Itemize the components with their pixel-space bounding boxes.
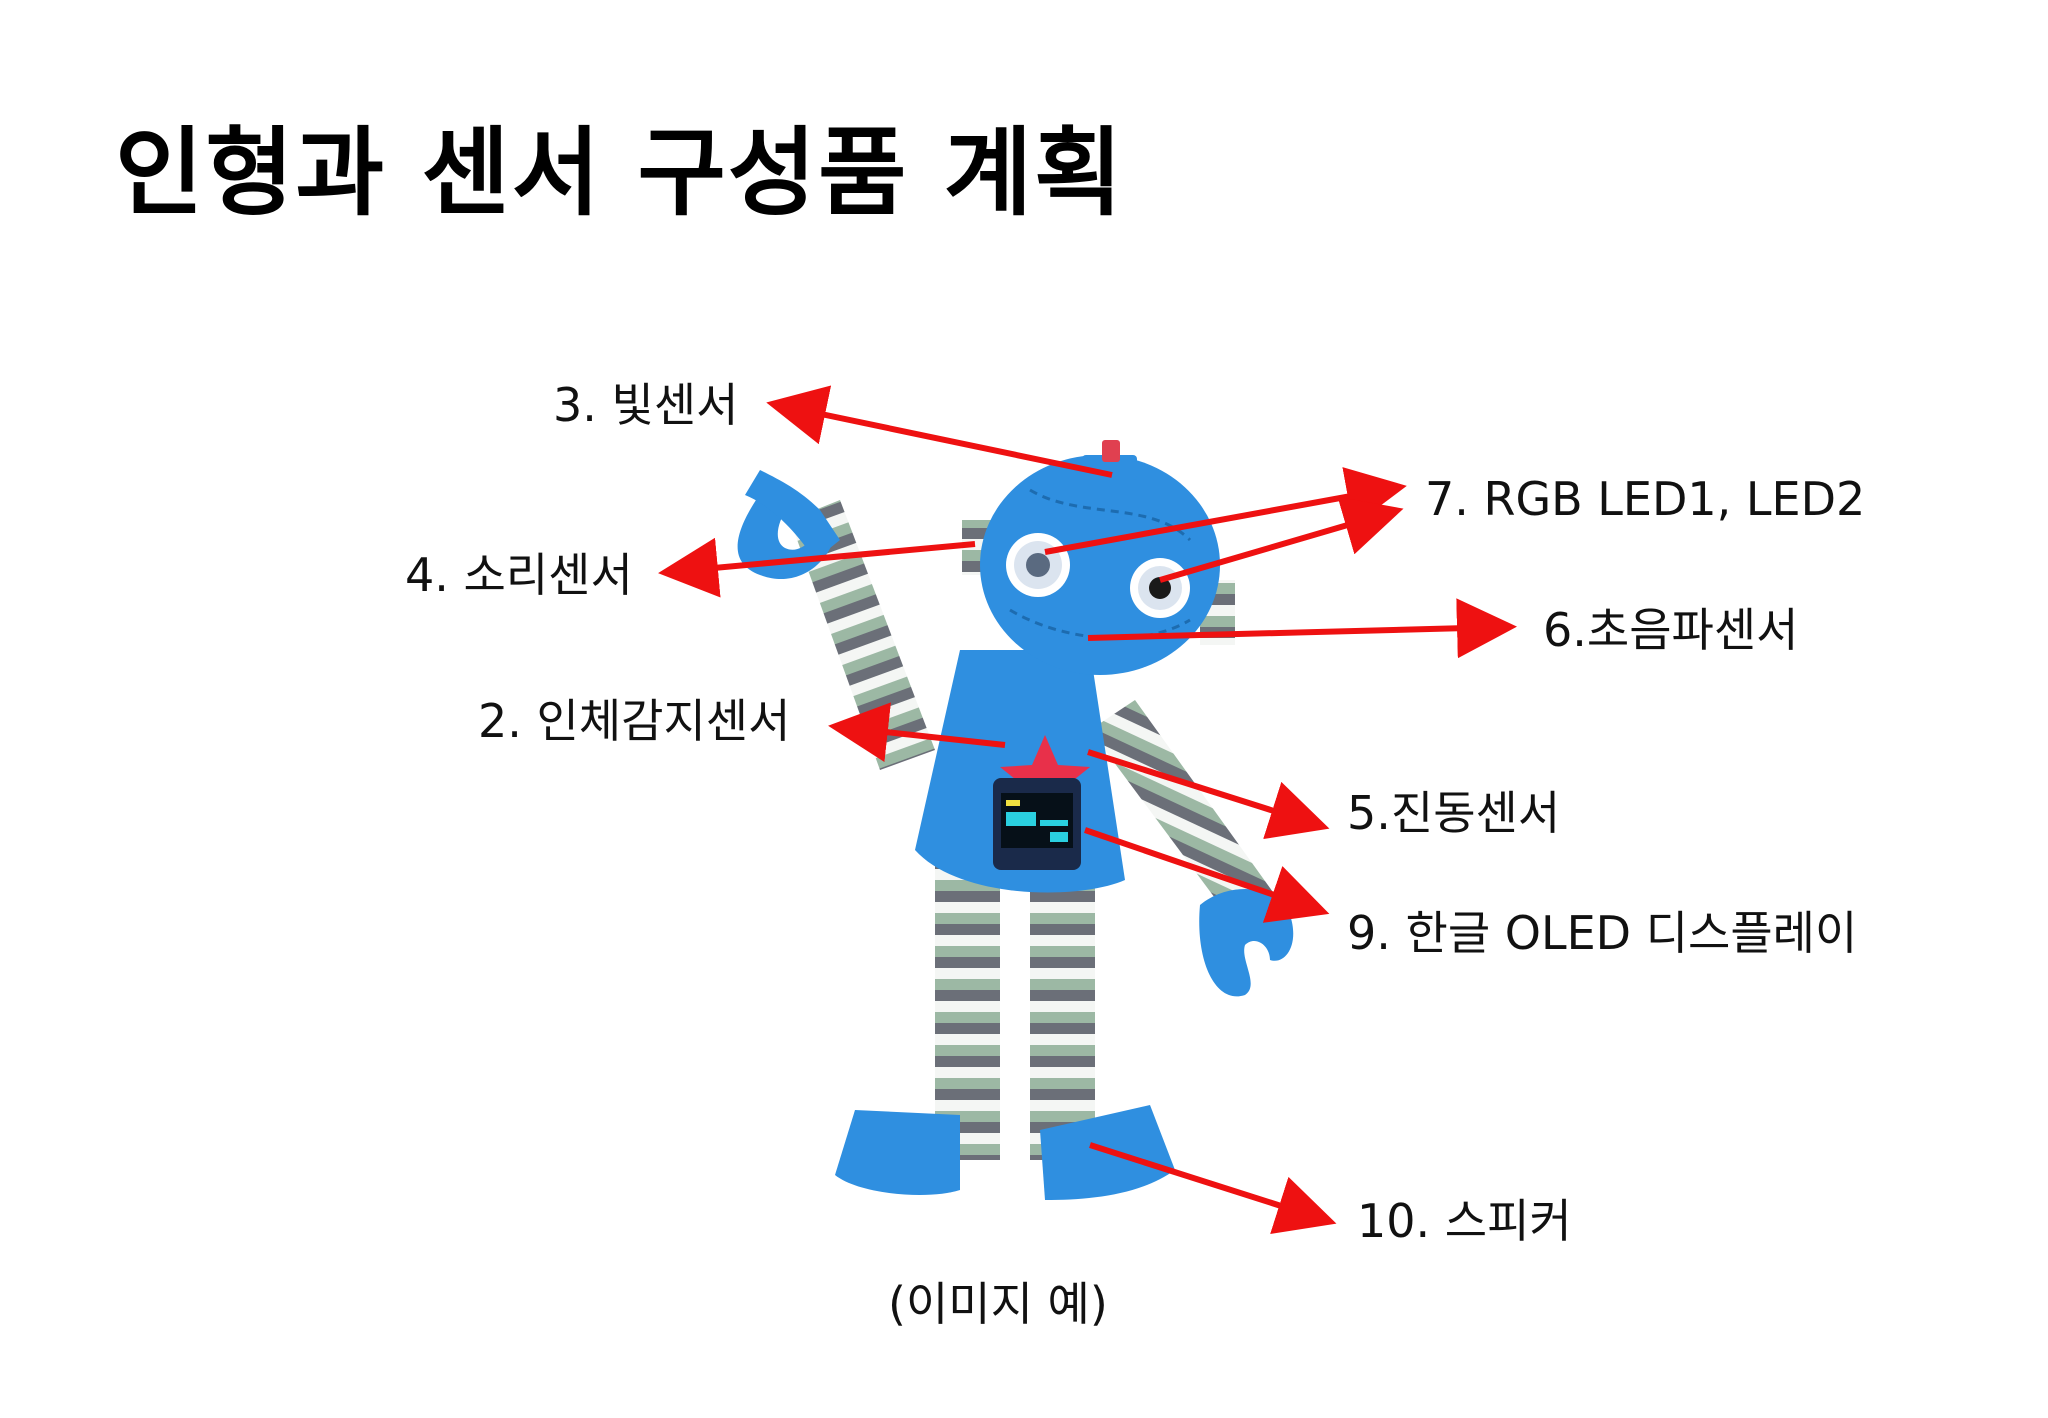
arrow-ultrasonic-sensor [1087,598,1517,659]
legs [935,865,1095,1160]
label-motion-sensor: 2. 인체감지센서 [478,694,791,748]
label-oled-display: 9. 한글 OLED 디스플레이 [1347,906,1858,960]
arrows [658,385,1517,1234]
page-title: 인형과 센서 구성품 계획 [115,117,1125,229]
arrow-light-sensor [766,385,1113,478]
image-caption: (이미지 예) [888,1277,1108,1331]
feet [835,1105,1175,1200]
label-vibration-sensor: 5.진동센서 [1347,786,1561,840]
label-light-sensor: 3. 빛센서 [553,378,739,432]
arrow-oled-display [1084,827,1330,923]
left-arm [737,470,935,770]
arrow-speaker [1089,1142,1337,1234]
arrow-vibration-sensor [1087,749,1330,840]
arrow-led2 [1159,496,1404,583]
doll-head [980,440,1220,675]
label-speaker: 10. 스피커 [1357,1194,1572,1248]
label-ultrasonic-sensor: 6.초음파센서 [1543,603,1799,657]
doll-body [915,650,1125,893]
arrow-sound-sensor [658,537,976,598]
arrow-led1 [1044,467,1407,555]
label-sound-sensor: 4. 소리센서 [405,548,633,602]
arrow-motion-sensor [828,702,1006,763]
right-arm [1090,700,1294,997]
label-rgb-led: 7. RGB LED1, LED2 [1425,472,1866,526]
